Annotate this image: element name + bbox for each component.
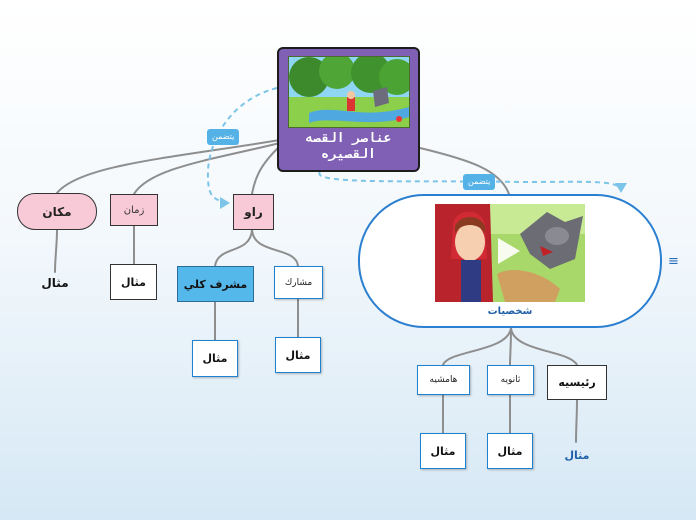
omniscient-example[interactable]: مثال xyxy=(192,340,238,377)
dashed-link-left xyxy=(206,87,278,204)
marginal-characters-example-label: مثال xyxy=(430,444,456,458)
marginal-characters-node[interactable]: هامشيه xyxy=(417,365,470,395)
time-example-label: مثال xyxy=(121,275,146,289)
link-root-time xyxy=(133,142,281,195)
main-characters-example-label: مثال xyxy=(564,448,590,462)
dashed-arrow-left xyxy=(220,197,230,209)
link-root-narrator xyxy=(251,145,281,195)
link-chars-marginal xyxy=(442,327,512,366)
characters-node[interactable]: شخصيات xyxy=(358,194,662,328)
place-node[interactable]: مكان xyxy=(17,193,97,230)
secondary-characters-label: ثانويه xyxy=(500,375,521,385)
link-narrator-omni xyxy=(214,229,253,267)
place-example-label: مثال xyxy=(41,276,69,290)
omniscient-node[interactable]: مشرف كلي xyxy=(177,266,254,302)
root-topic[interactable]: عناصر القصه القصيره xyxy=(277,47,420,172)
link-chars-secondary xyxy=(509,327,512,366)
time-node[interactable]: زمان xyxy=(110,194,158,226)
hamburger-icon[interactable]: ≡ xyxy=(668,254,679,269)
participant-example[interactable]: مثال xyxy=(275,337,321,373)
characters-image xyxy=(435,204,585,302)
characters-label: شخصيات xyxy=(487,306,533,317)
link-root-place xyxy=(56,139,281,194)
time-label: زمان xyxy=(123,204,145,216)
marginal-characters-example[interactable]: مثال xyxy=(420,433,466,469)
root-title: عناصر القصه القصيره xyxy=(305,131,392,162)
place-label: مكان xyxy=(42,204,72,219)
secondary-characters-node[interactable]: ثانويه xyxy=(487,365,534,395)
red-riding-hood-image xyxy=(287,56,410,128)
narrator-label: راو xyxy=(244,205,263,219)
link-place-example xyxy=(54,229,58,273)
main-characters-example[interactable]: مثال xyxy=(556,444,598,466)
place-example[interactable]: مثال xyxy=(33,272,77,294)
main-characters-label: رئيسيه xyxy=(558,376,596,389)
link-main-example xyxy=(575,399,578,443)
connector-label-right[interactable]: يتضمن xyxy=(463,174,496,190)
link-root-characters xyxy=(419,147,510,195)
omniscient-example-label: مثال xyxy=(202,352,228,365)
participant-example-label: مثال xyxy=(285,348,311,362)
narrator-node[interactable]: راو xyxy=(233,194,274,230)
omniscient-label: مشرف كلي xyxy=(183,277,248,291)
link-narrator-participant xyxy=(251,229,299,267)
dashed-arrow-right xyxy=(615,183,627,193)
time-example[interactable]: مثال xyxy=(110,264,157,300)
participant-label: مشارك xyxy=(284,277,313,288)
secondary-characters-example-label: مثال xyxy=(497,444,523,458)
main-characters-node[interactable]: رئيسيه xyxy=(547,365,607,400)
connector-label-left[interactable]: يتضمن xyxy=(207,129,240,145)
secondary-characters-example[interactable]: مثال xyxy=(487,433,533,469)
participant-node[interactable]: مشارك xyxy=(274,266,323,299)
link-chars-main xyxy=(510,327,578,366)
marginal-characters-label: هامشيه xyxy=(429,375,458,385)
